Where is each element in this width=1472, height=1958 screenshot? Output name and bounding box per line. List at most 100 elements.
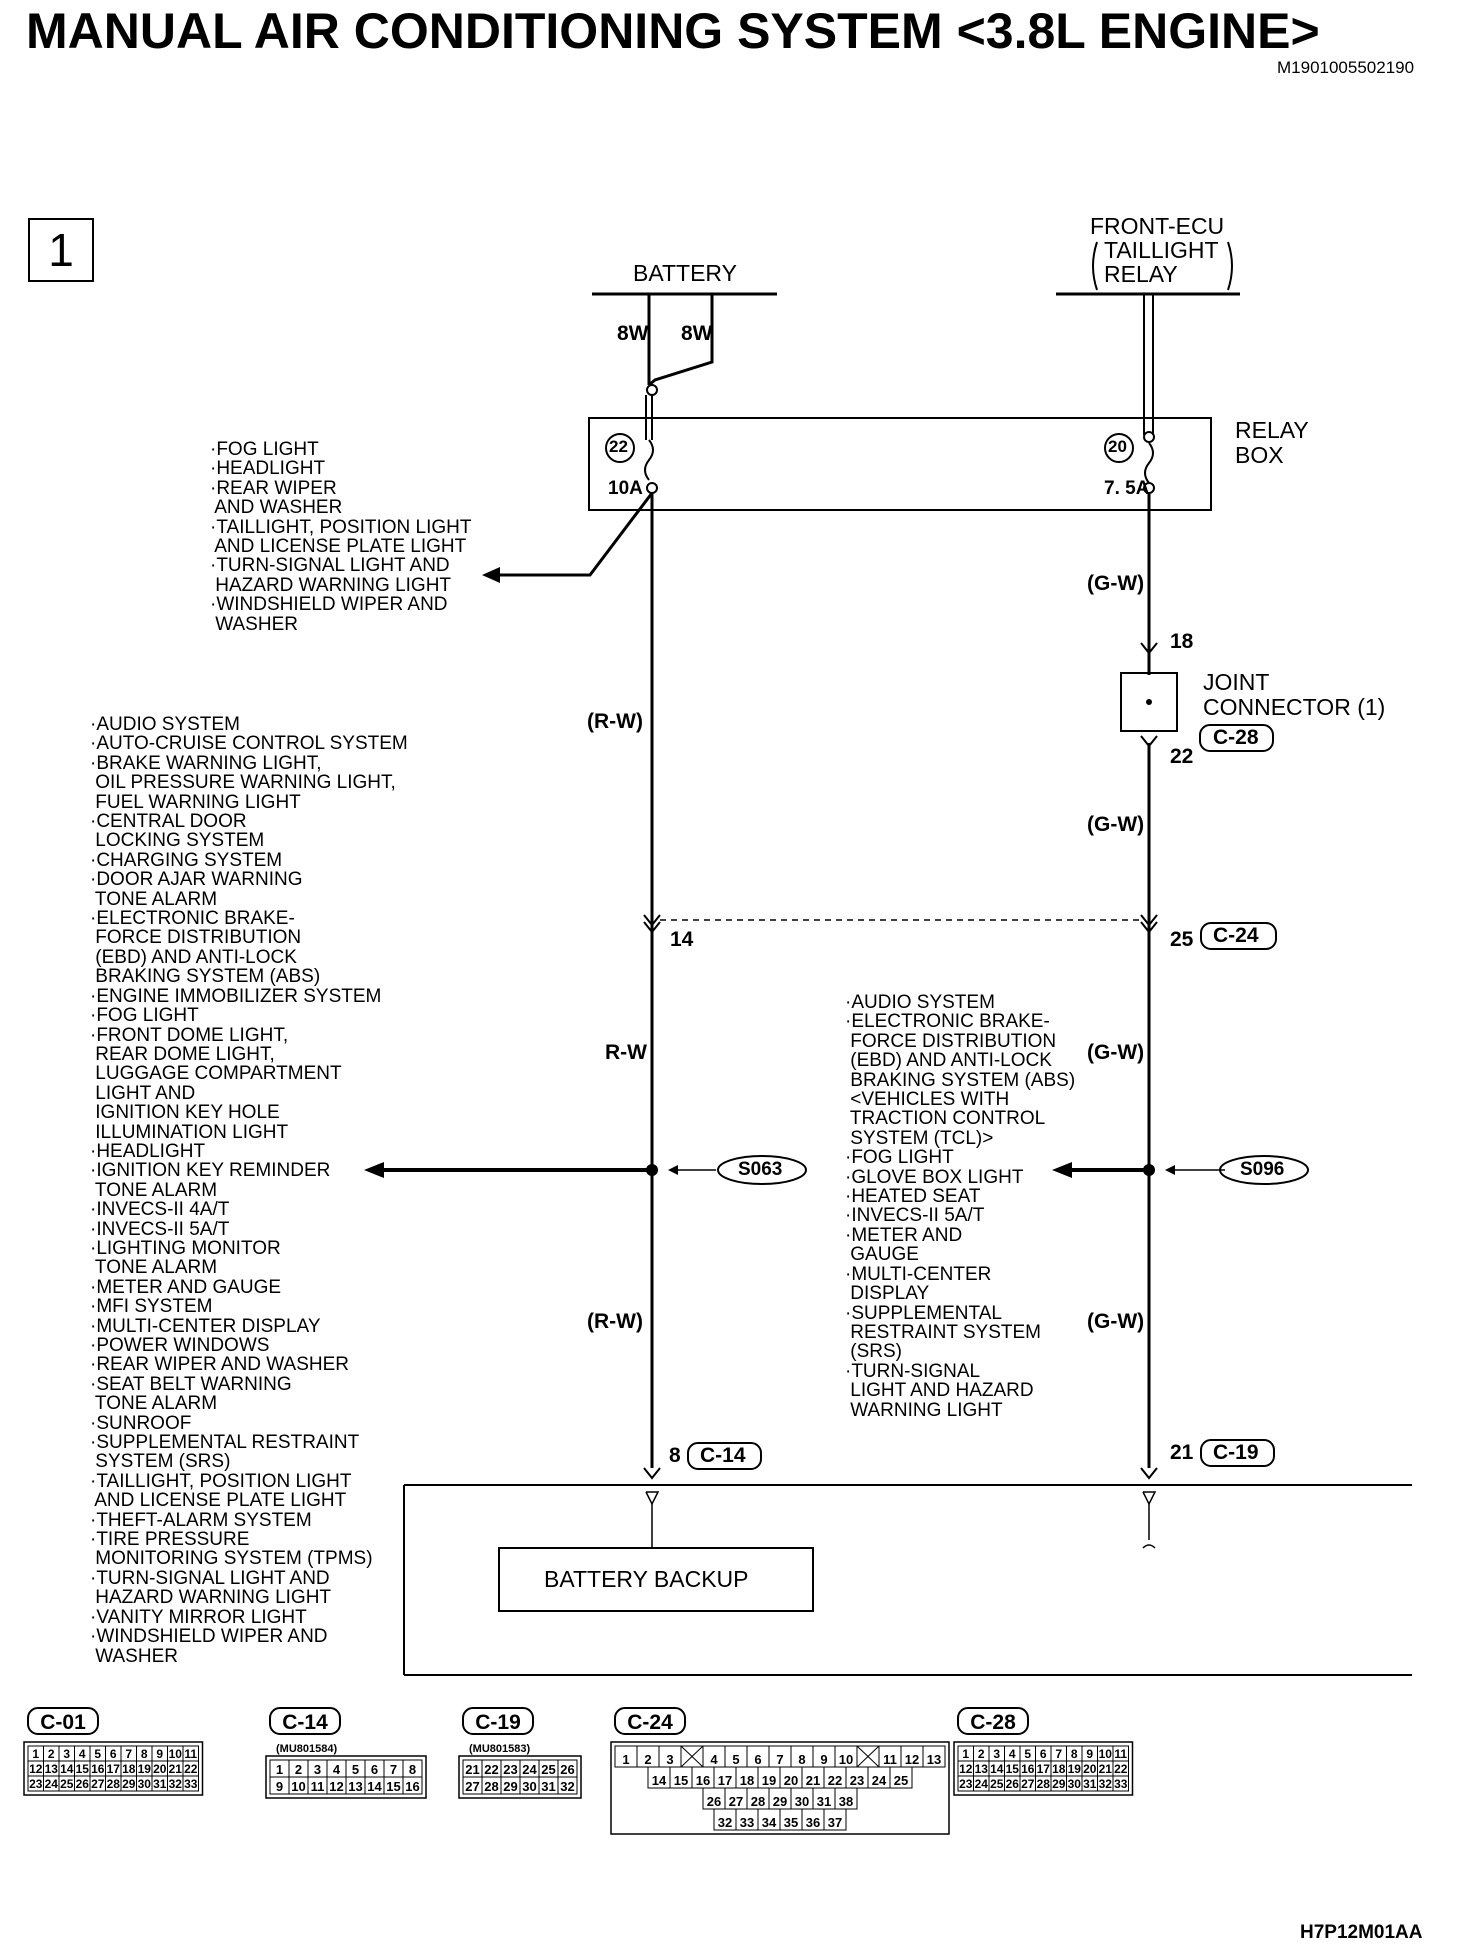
battery-wire-right-label: 8W bbox=[681, 322, 713, 345]
connector-pin-cell bbox=[823, 1808, 847, 1831]
connector-pin-number: 29 bbox=[503, 1779, 517, 1794]
gw-label-3: (G-W) bbox=[1087, 1041, 1145, 1064]
connector-pin-number: 3 bbox=[666, 1752, 673, 1767]
rw-list-item: REAR DOME LIGHT, bbox=[90, 1043, 275, 1065]
rw-list-item: ·METER AND GAUGE bbox=[90, 1276, 282, 1298]
relay-list-item: AND LICENSE PLATE LIGHT bbox=[210, 536, 467, 558]
rw-list-item: ·POWER WINDOWS bbox=[90, 1335, 270, 1356]
connector-code-label: C-01 bbox=[40, 1711, 86, 1734]
connector-pin-number: 6 bbox=[754, 1752, 761, 1767]
relay-list-item: ·WINDSHIELD WIPER AND bbox=[210, 594, 448, 616]
rw-list-item: ·INVECS-II 4A/T bbox=[90, 1199, 230, 1221]
connector-pin-number: 9 bbox=[156, 1747, 163, 1761]
connector-pin-number: 25 bbox=[541, 1762, 555, 1777]
rw-list-item: ·FOG LIGHT bbox=[90, 1005, 199, 1027]
battery-backup-box bbox=[498, 1547, 814, 1612]
gw-list-item: LIGHT AND HAZARD bbox=[845, 1380, 1034, 1402]
rw-list-item: ·TAILLIGHT, POSITION LIGHT bbox=[90, 1470, 352, 1492]
relay-box-label-2: BOX bbox=[1235, 442, 1284, 468]
connector-pin-number: 32 bbox=[718, 1815, 732, 1830]
relay-list-item: HAZARD WARNING LIGHT bbox=[210, 574, 452, 596]
connector-pin-number: 14 bbox=[990, 1762, 1004, 1776]
gw-list-item: <VEHICLES WITH bbox=[845, 1089, 1010, 1111]
s063-arrowhead bbox=[364, 1162, 384, 1178]
connector-pin-number: 18 bbox=[122, 1762, 136, 1776]
connector-pin-number: 26 bbox=[1006, 1777, 1020, 1791]
rw-list-item: LOCKING SYSTEM bbox=[90, 830, 265, 852]
rw-list-item: OIL PRESSURE WARNING LIGHT, bbox=[90, 772, 396, 794]
connector-pin-number: 20 bbox=[784, 1773, 798, 1788]
c14-pin: 8 bbox=[669, 1444, 681, 1467]
connector-pin-number: 28 bbox=[484, 1779, 498, 1794]
connector-pin-number: 28 bbox=[751, 1794, 765, 1809]
c19-code: C-19 bbox=[1213, 1441, 1259, 1464]
connector-pin-number: 37 bbox=[828, 1815, 842, 1830]
rw-list-item: MONITORING SYSTEM (TPMS) bbox=[90, 1548, 373, 1570]
connector-pin-number: 1 bbox=[32, 1747, 39, 1761]
connector-pin-number: 26 bbox=[707, 1794, 721, 1809]
c24-pin-left: 14 bbox=[670, 928, 694, 951]
rw-list-item: ·LIGHTING MONITOR bbox=[90, 1237, 281, 1259]
rw-list-item: ·SEAT BELT WARNING bbox=[90, 1373, 292, 1395]
joint-connector-label-1: JOINT bbox=[1203, 669, 1270, 695]
connector-pin-number: 7 bbox=[125, 1747, 132, 1761]
connector-pin-number: 1 bbox=[622, 1752, 629, 1767]
c24-code: C-24 bbox=[1213, 924, 1259, 947]
connector-code-label: C-24 bbox=[627, 1711, 673, 1734]
connector-pin-number: 20 bbox=[1083, 1762, 1097, 1776]
connector-pin-number: 15 bbox=[386, 1779, 400, 1794]
gw-list-item: (SRS) bbox=[845, 1341, 902, 1363]
connector-pin-number: 25 bbox=[60, 1777, 74, 1791]
connector-pin-number: 7 bbox=[776, 1752, 783, 1767]
rw-list-item: ·AUDIO SYSTEM bbox=[90, 714, 240, 735]
front-ecu-label-3: RELAY bbox=[1104, 261, 1178, 287]
gw-list-item: ·AUDIO SYSTEM bbox=[845, 992, 995, 1013]
connector-pin-number: 27 bbox=[91, 1777, 105, 1791]
rw-list-item: TONE ALARM bbox=[90, 1257, 218, 1279]
gw-list-item: WARNING LIGHT bbox=[845, 1399, 1003, 1421]
figure-id: H7P12M01AA bbox=[1300, 1922, 1423, 1943]
connector-pin-number: 2 bbox=[48, 1747, 55, 1761]
gw-list-item: ·TURN-SIGNAL bbox=[845, 1360, 981, 1382]
connector-pin-number: 9 bbox=[820, 1752, 827, 1767]
connector-pin-number: 21 bbox=[169, 1762, 183, 1776]
connector-pin-number: 13 bbox=[975, 1762, 989, 1776]
front-ecu-label-1: FRONT-ECU bbox=[1090, 213, 1225, 239]
connector-pin-number: 5 bbox=[1024, 1747, 1031, 1761]
connector-part-number: (MU801584) bbox=[276, 1743, 337, 1755]
connector-pin-number: 27 bbox=[729, 1794, 743, 1809]
relay-box-label-1: RELAY bbox=[1235, 417, 1309, 443]
connector-pin-number: 14 bbox=[652, 1773, 667, 1788]
connector-pin-number: 12 bbox=[329, 1779, 343, 1794]
gw-list-item: ·INVECS-II 5A/T bbox=[845, 1205, 985, 1227]
connector-pin-number: 20 bbox=[153, 1762, 167, 1776]
rw-label-3: (R-W) bbox=[587, 1310, 643, 1333]
connector-pin-number: 12 bbox=[905, 1752, 919, 1767]
connector-pin-number: 16 bbox=[405, 1779, 419, 1794]
connector-pin-number: 25 bbox=[894, 1773, 908, 1788]
connector-pin-number: 33 bbox=[740, 1815, 754, 1830]
connector-pin-number: 23 bbox=[959, 1777, 973, 1791]
rw-list-item: ·CHARGING SYSTEM bbox=[90, 849, 283, 871]
rw-list-item: ·BRAKE WARNING LIGHT, bbox=[90, 752, 322, 774]
fuse22-rating: 10A bbox=[608, 478, 643, 499]
connector-pin-number: 10 bbox=[839, 1752, 853, 1767]
rw-list-item: ·REAR WIPER AND WASHER bbox=[90, 1354, 349, 1376]
rw-list-item: ·HEADLIGHT bbox=[90, 1140, 206, 1162]
connector-pin-number: 4 bbox=[333, 1762, 341, 1777]
gw-label-1: (G-W) bbox=[1087, 572, 1145, 595]
connector-pin-number: 32 bbox=[560, 1779, 574, 1794]
connector-pin-number: 6 bbox=[110, 1747, 117, 1761]
connector-pin-number: 11 bbox=[883, 1752, 897, 1767]
relay-list-arrowhead bbox=[482, 567, 500, 583]
rw-list-item: ·SUNROOF bbox=[90, 1412, 192, 1434]
connector-pin-cell bbox=[557, 1776, 578, 1795]
rw-list-item: (EBD) AND ANTI-LOCK bbox=[90, 946, 297, 968]
rw-list-item: SYSTEM (SRS) bbox=[90, 1451, 231, 1473]
connector-pin-number: 28 bbox=[107, 1777, 121, 1791]
connector-pin-number: 14 bbox=[367, 1779, 382, 1794]
page-title: MANUAL AIR CONDITIONING SYSTEM <3.8L ENG… bbox=[26, 3, 1320, 59]
c19-pin: 21 bbox=[1170, 1441, 1194, 1464]
fuse20-number-circle bbox=[1104, 433, 1134, 463]
